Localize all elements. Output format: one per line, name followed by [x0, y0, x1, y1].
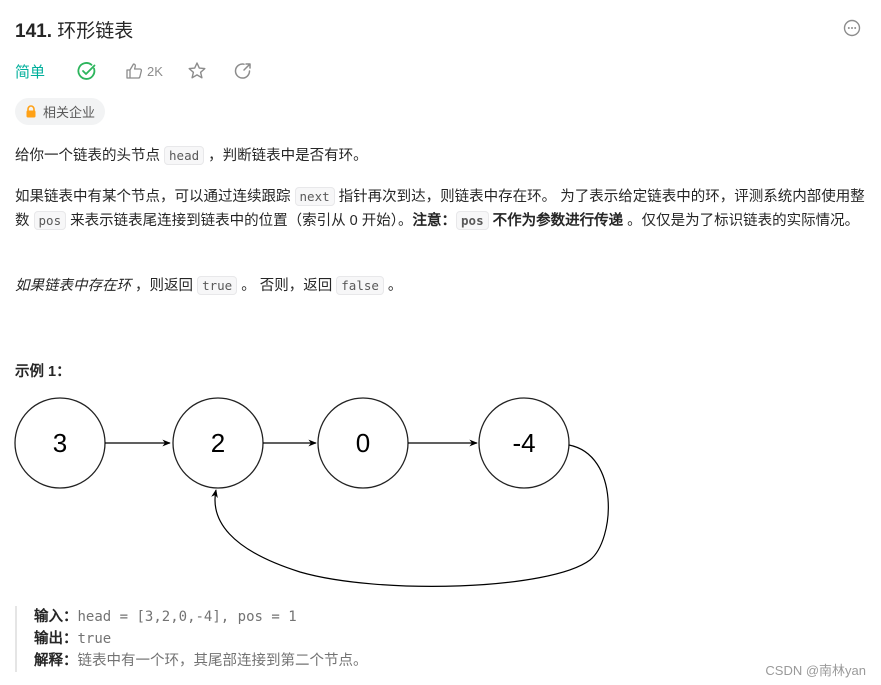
inline-code: pos	[456, 211, 489, 230]
example-output-row: 输出：true	[34, 628, 368, 650]
text: 。 否则，返回	[237, 278, 337, 294]
related-companies-tag[interactable]: 相关企业	[15, 98, 106, 125]
output-value: true	[77, 631, 112, 647]
thumbs-up-icon	[126, 63, 143, 79]
text: ，则返回	[131, 278, 198, 294]
input-value: head = [3,2,0,-4], pos = 1	[77, 609, 297, 625]
solved-check-icon	[77, 62, 96, 80]
example-input-row: 输入：head = [3,2,0,-4], pos = 1	[34, 606, 368, 628]
problem-name: 环形链表	[57, 21, 134, 42]
text: 。仅仅是为了标识链表的实际情况。	[623, 213, 860, 229]
problem-meta-bar: 简单 2K	[15, 59, 253, 83]
node-circle	[478, 397, 570, 489]
inline-code: next	[294, 187, 335, 206]
example-title: 示例 1：	[15, 364, 71, 380]
node-value: 2	[211, 428, 225, 458]
explain-label: 解释：	[34, 653, 78, 669]
text: 如果链表中有某个节点，可以通过连续跟踪	[15, 189, 295, 205]
input-label: 输入：	[34, 609, 78, 625]
difficulty-badge: 简单	[15, 63, 46, 81]
problem-number: 141.	[15, 21, 52, 42]
example-block: 输入：head = [3,2,0,-4], pos = 1 输出：true 解释…	[15, 606, 368, 672]
inline-code: pos	[33, 211, 67, 230]
output-label: 输出：	[34, 631, 78, 647]
text: 来表示链表尾连接到链表中的位置（索引从 0 开始）。	[66, 213, 413, 229]
node-value: -4	[512, 428, 535, 458]
share-icon[interactable]	[233, 61, 253, 81]
node-value: 3	[53, 428, 67, 458]
related-companies-label: 相关企业	[43, 105, 96, 120]
note-bold-text: 不作为参数进行传递	[488, 213, 624, 229]
text: 。	[383, 278, 403, 294]
description-paragraph-3: 如果链表中存在环 ，则返回 true 。 否则，返回 false 。	[15, 274, 875, 298]
text: ，判断链表中是否有环。	[204, 148, 368, 164]
explain-value: 链表中有一个环，其尾部连接到第二个节点。	[77, 653, 368, 669]
like-count: 2K	[147, 63, 163, 79]
like-button[interactable]: 2K	[125, 62, 163, 80]
inline-code: false	[336, 276, 384, 295]
star-icon[interactable]	[187, 61, 207, 81]
linked-list-diagram: 3 2 0 -4	[14, 397, 609, 587]
example-explain-row: 解释：链表中有一个环，其尾部连接到第二个节点。	[34, 650, 368, 672]
inline-code: true	[197, 276, 238, 295]
text: 给你一个链表的头节点	[15, 148, 165, 164]
description-paragraph-2: 如果链表中有某个节点，可以通过连续跟踪 next 指针再次到达，则链表中存在环。…	[15, 185, 870, 233]
note-label: 注意：	[412, 213, 457, 229]
problem-title: 141. 环形链表	[15, 16, 133, 43]
italic-text: 如果链表中存在环	[15, 278, 131, 294]
text: 指针再次到达，则链表中存在环。 为了表示给定链表中的环，评测系统内部使用整数	[15, 189, 865, 229]
more-options-icon[interactable]	[843, 19, 861, 37]
watermark: CSDN @南林yan	[765, 663, 866, 678]
description-paragraph-1: 给你一个链表的头节点 head ，判断链表中是否有环。	[15, 144, 875, 168]
node-value: 0	[356, 428, 370, 458]
inline-code: head	[164, 146, 205, 165]
lock-icon	[26, 105, 36, 118]
